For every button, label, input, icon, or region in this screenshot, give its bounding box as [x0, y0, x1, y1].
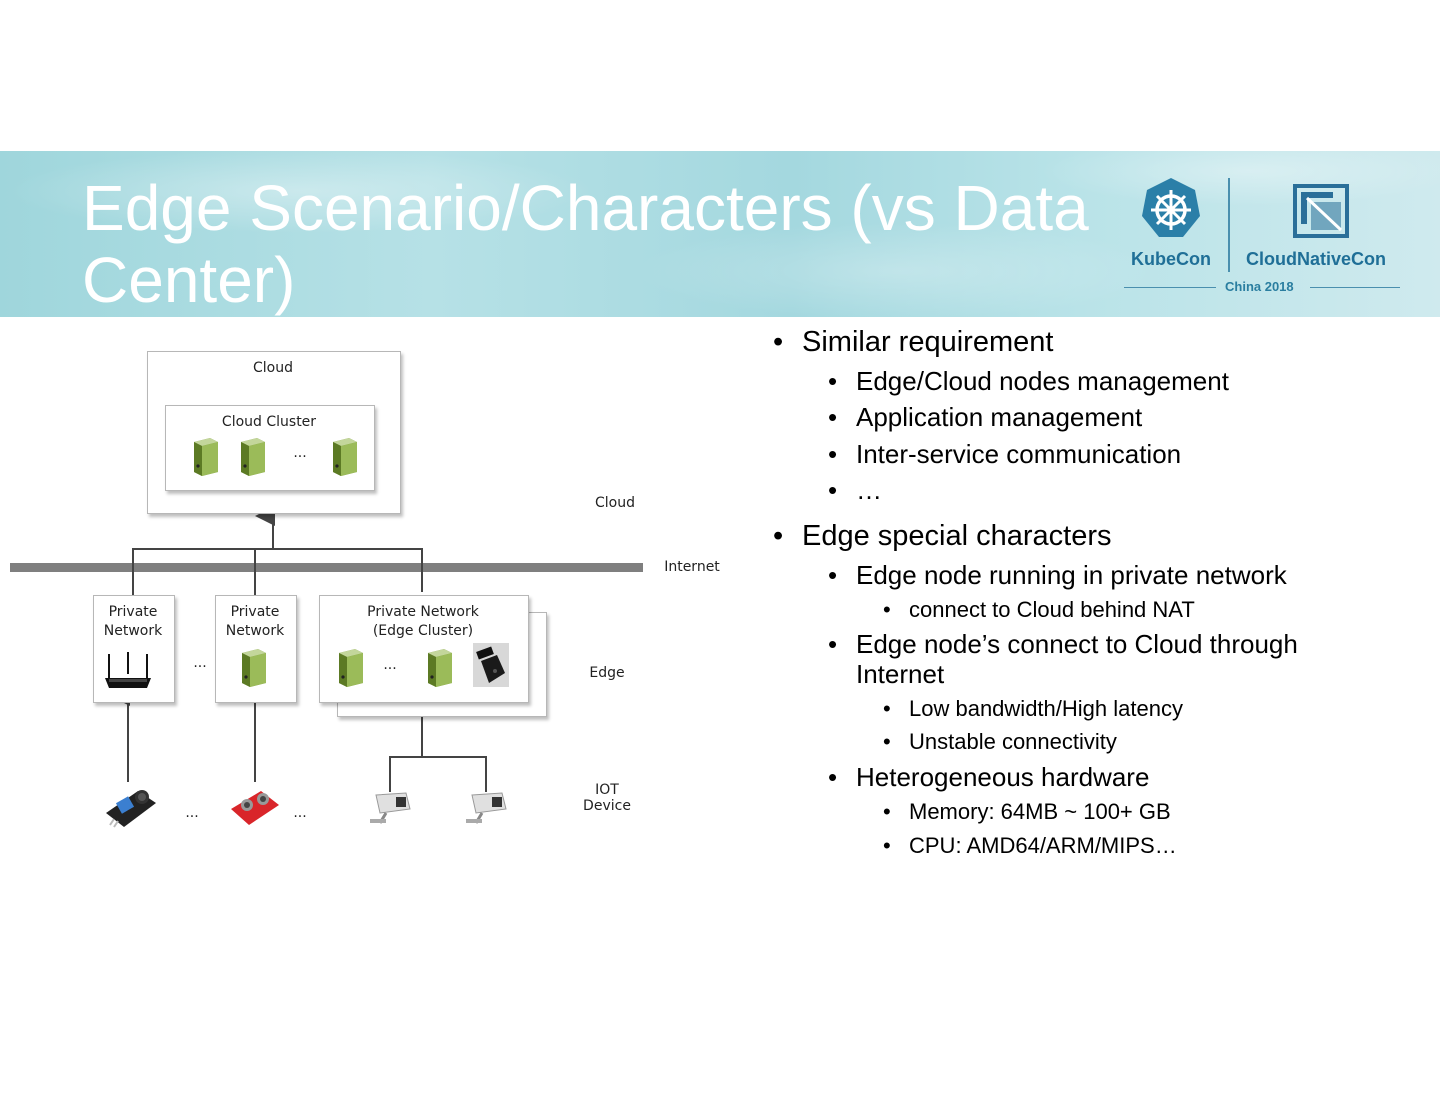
server-icon — [339, 649, 363, 687]
kubecon-logo: KubeCon CloudNativeCon China 2018 — [1120, 172, 1420, 302]
logo-divider — [1228, 178, 1230, 272]
bullet-item-text: Edge node running in private network — [856, 560, 1287, 590]
tier-cloud-label: Cloud — [595, 495, 635, 511]
bullet-item-text: Low bandwidth/High latency — [909, 696, 1183, 721]
cloudnativecon-label: CloudNativeCon — [1246, 249, 1387, 269]
bullet-item-text: Edge node’s connect to Cloud through — [856, 629, 1298, 659]
ultrasonic-sensor-icon — [231, 791, 279, 825]
bullet-item-text: connect to Cloud behind NAT — [909, 597, 1195, 622]
edge-device-photo-icon — [473, 643, 509, 687]
logo-rule-right — [1310, 287, 1400, 288]
cncf-icon — [1293, 184, 1349, 238]
bullet-item-text: Inter-service communication — [856, 439, 1182, 469]
bullet-item-text: CPU: AMD64/ARM/MIPS… — [909, 833, 1177, 858]
edge-cluster-ellipsis: ... — [383, 657, 397, 673]
bullet-item-text: Unstable connectivity — [909, 729, 1117, 754]
private-network-2-line1: Private — [230, 604, 280, 620]
tier-iot-line2: Device — [583, 798, 631, 814]
camera-icon — [370, 792, 411, 824]
bullet-item-text: Heterogeneous hardware — [856, 762, 1150, 792]
edge-ellipsis-1: ... — [193, 655, 207, 671]
bullet-item-text: Internet — [856, 659, 945, 689]
iot-ellipsis-2: ... — [293, 805, 307, 821]
kubecon-label: KubeCon — [1131, 249, 1211, 269]
edge-cluster-line2: (Edge Cluster) — [372, 623, 474, 639]
private-network-label-2: Private Network — [215, 603, 295, 641]
tier-iot-label: IOT Device — [580, 782, 634, 814]
camera-icon — [466, 792, 507, 824]
server-icon — [333, 438, 357, 476]
edge-cluster-label: Private Network (Edge Cluster) — [319, 603, 527, 641]
logo-rule-left — [1124, 287, 1216, 288]
private-network-label-1: Private Network — [93, 603, 173, 641]
header-banner — [0, 151, 1440, 317]
sensor-board-icon — [106, 790, 156, 828]
event-label: China 2018 — [1225, 279, 1294, 294]
tier-internet-label: Internet — [664, 559, 720, 575]
bullet-item-text: Edge/Cloud nodes management — [856, 366, 1229, 396]
private-network-1-line1: Private — [108, 604, 158, 620]
kubernetes-helm-icon — [1142, 178, 1200, 237]
cloud-ellipsis: ... — [293, 445, 307, 461]
bullet-item-text: Memory: 64MB ~ 100+ GB — [909, 799, 1171, 824]
server-icon — [194, 438, 218, 476]
bullet-edge-label: Edge special characters — [802, 520, 1112, 552]
bullet-item-text: Application management — [856, 402, 1143, 432]
tier-iot-line1: IOT — [595, 782, 619, 798]
internet-bar — [10, 563, 643, 572]
server-icon — [241, 438, 265, 476]
cloud-box-label: Cloud — [253, 360, 293, 376]
server-icon — [242, 649, 266, 687]
server-icon — [428, 649, 452, 687]
tier-edge-label: Edge — [589, 665, 625, 681]
private-network-1-line2: Network — [103, 623, 163, 639]
bullet-item-text: … — [856, 475, 882, 505]
slide-title: Edge Scenario/Characters (vs Data Center… — [82, 172, 1089, 316]
private-network-2-line2: Network — [225, 623, 285, 639]
cloud-cluster-label: Cloud Cluster — [221, 414, 317, 430]
edge-cluster-line1: Private Network — [367, 604, 479, 620]
router-icon — [105, 652, 151, 688]
iot-ellipsis-1: ... — [185, 805, 199, 821]
edge-architecture-diagram: Cloud Cloud Cluster ... Cloud Internet E… — [0, 330, 740, 850]
bullet-similar-label: Similar requirement — [802, 326, 1054, 358]
